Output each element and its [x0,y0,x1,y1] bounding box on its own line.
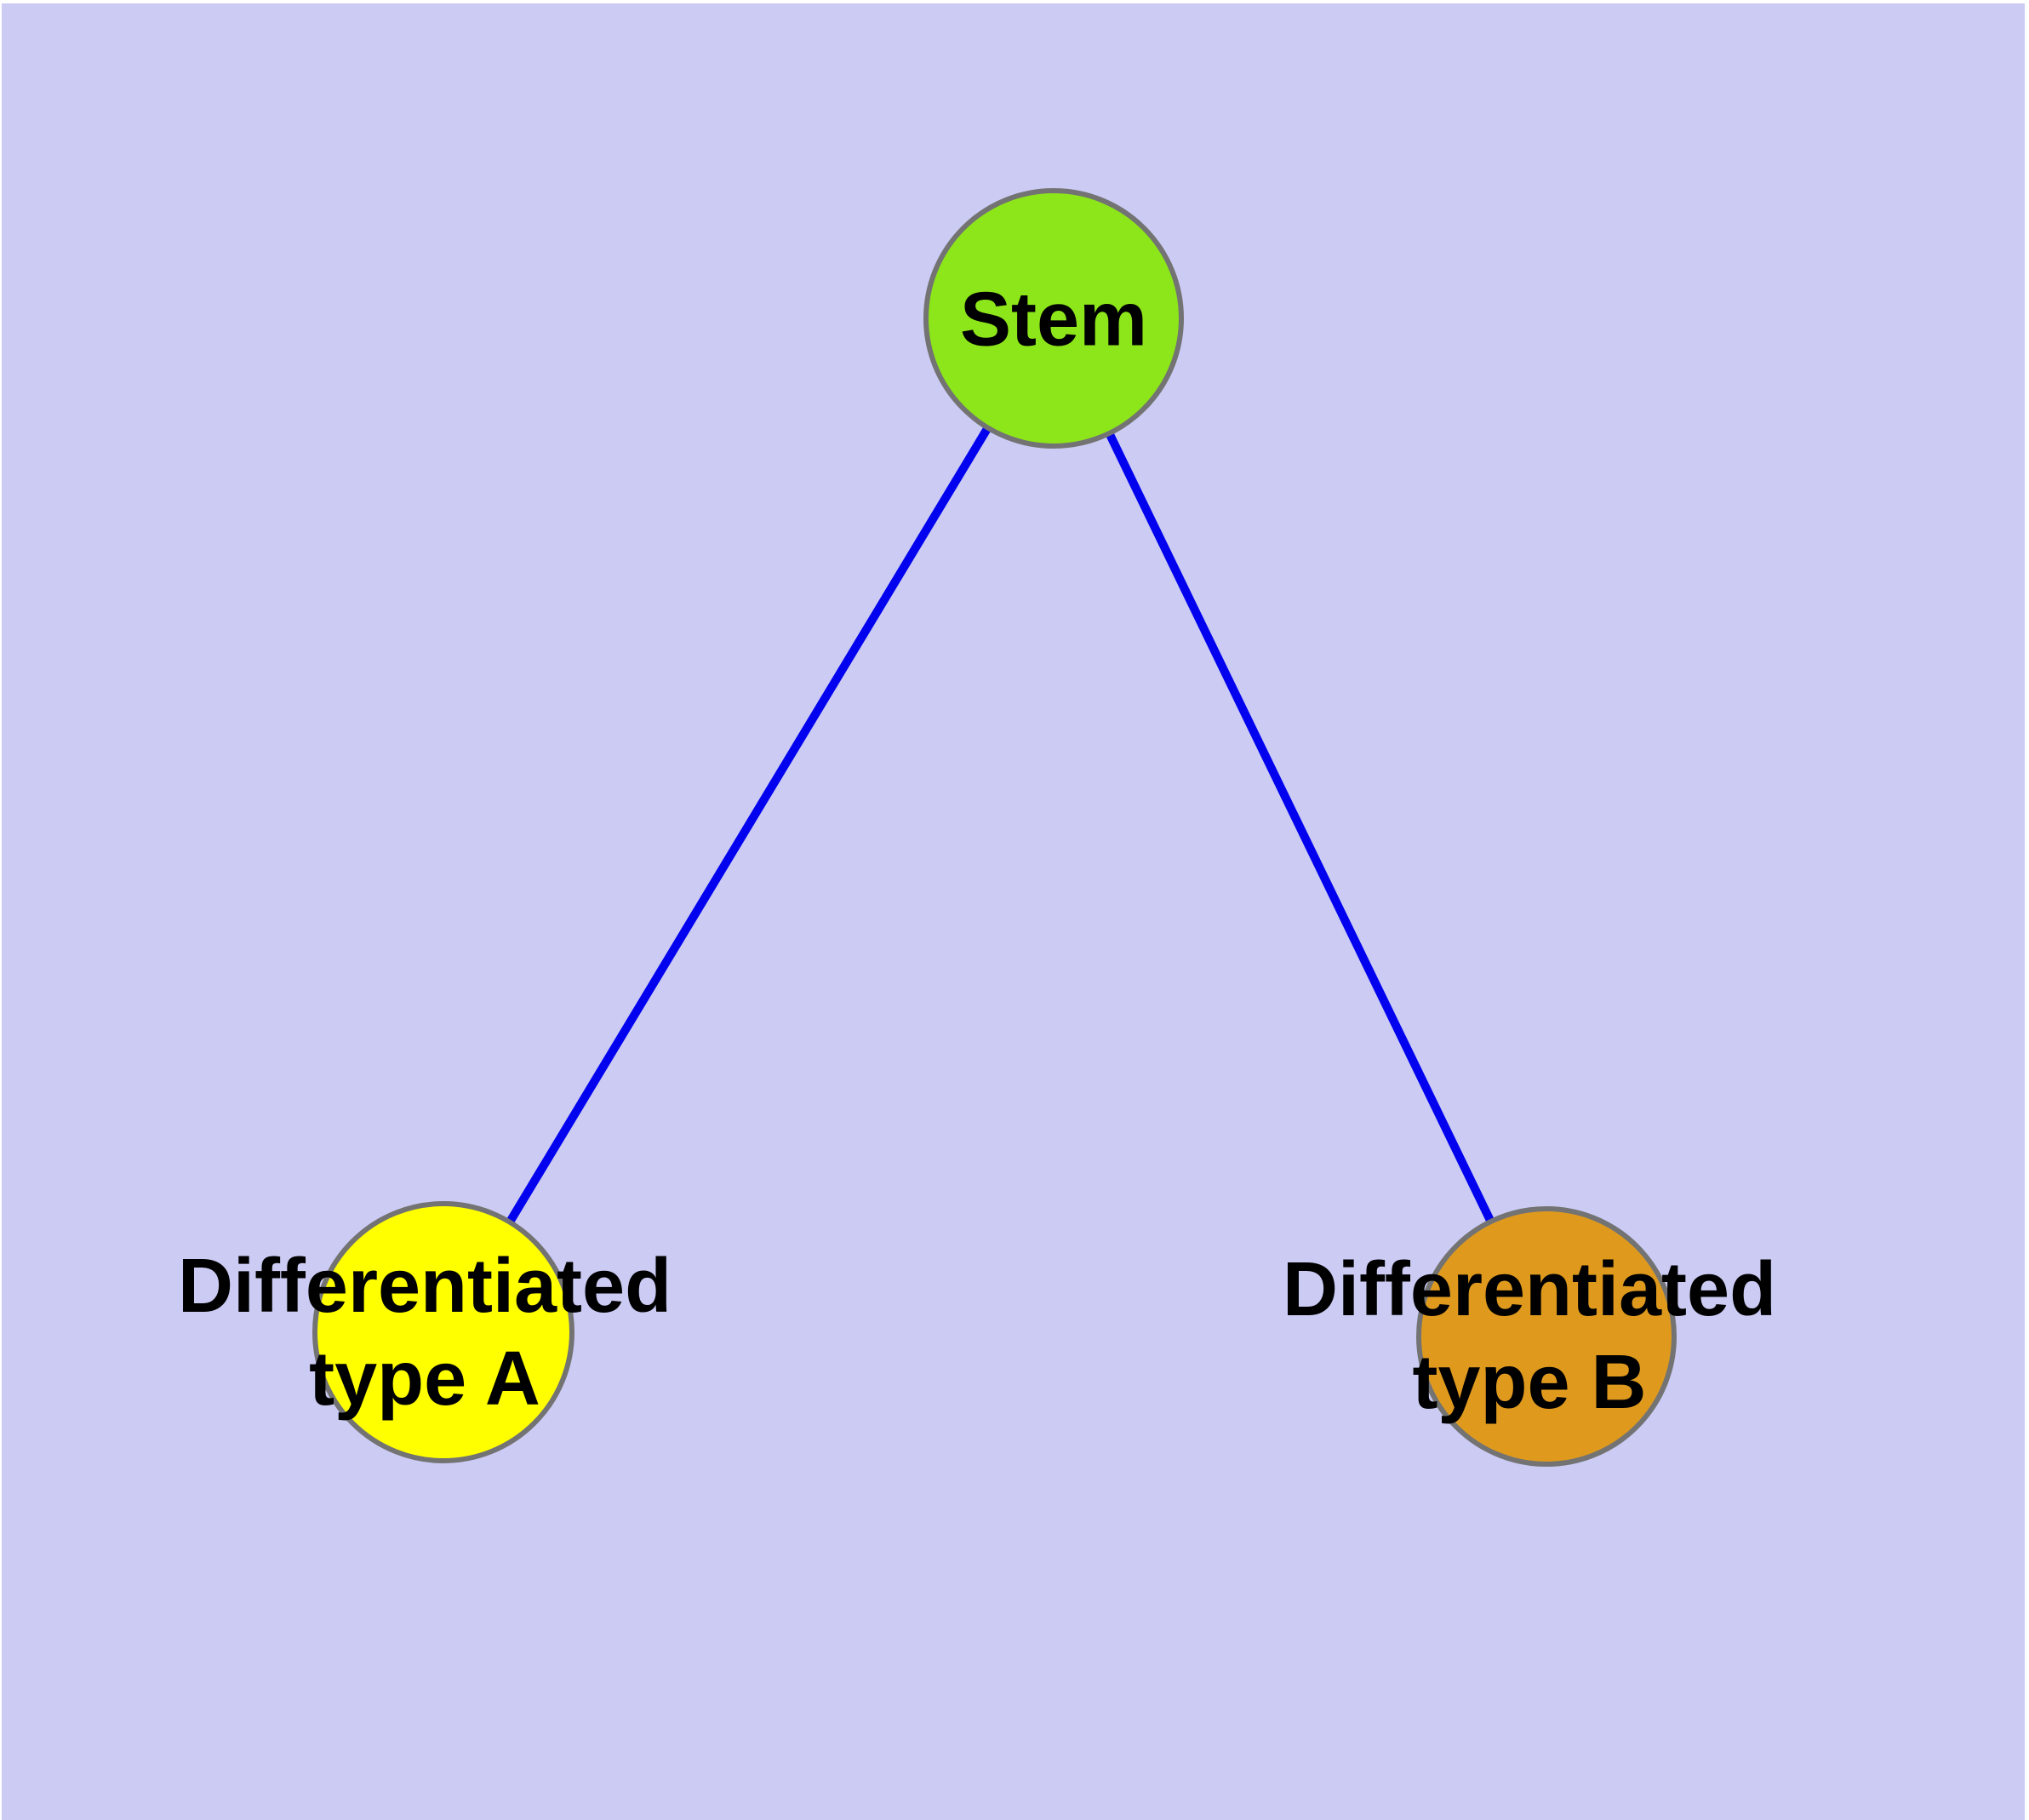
edge-stem-to-type-a [439,316,1058,1335]
node-differentiated-type-a [312,1201,574,1463]
edge-stem-to-type-b [1049,316,1551,1339]
node-label-differentiated-type-a: Differentiated type A [177,1244,672,1422]
node-differentiated-type-b [1416,1206,1677,1467]
node-label-stem: Stem [959,277,1148,363]
node-label-differentiated-type-b: Differentiated type B [1282,1247,1777,1425]
node-stem [923,188,1184,449]
